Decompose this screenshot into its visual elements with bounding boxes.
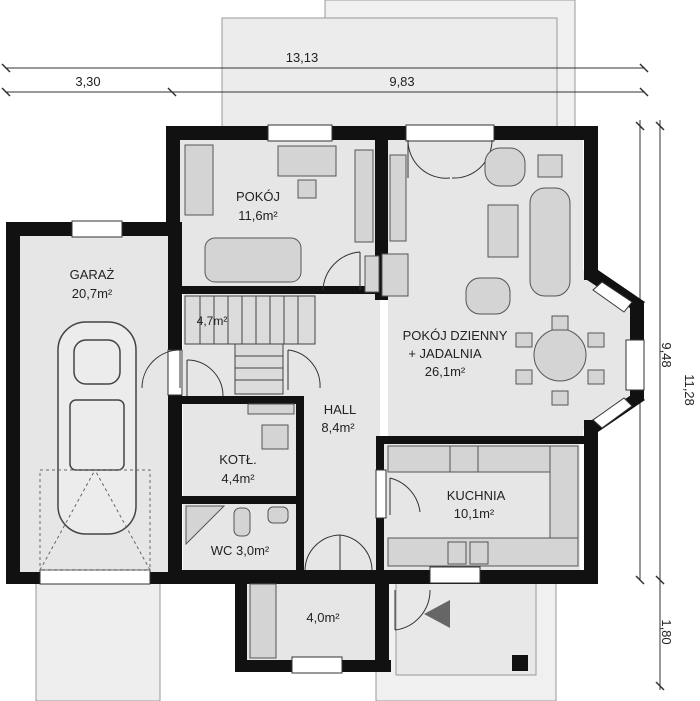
dim-top-total: 13,13 [286,50,319,65]
room-name-dzienny-1: POKÓJ DZIENNY [403,328,508,343]
room-name-kotl: KOTŁ. [219,452,257,467]
room-labels: POKÓJ 11,6m² GARAŻ 20,7m² 4,7m² POKÓJ DZ… [70,189,508,625]
dim-top-left: 3,30 [75,74,100,89]
dim-ticks [1,63,665,691]
dim-right-outer: 11,28 [682,374,697,406]
dimension-labels: 13,13 3,30 9,83 11,28 9,48 1,80 [75,50,697,645]
staircase [184,295,316,395]
walls [6,126,645,672]
room-label-wc: WC 3,0m² [211,543,270,558]
room-name-garaz: GARAŻ [70,267,115,282]
dim-right-bottom: 1,80 [659,619,674,644]
room-area-kotl: 4,4m² [221,471,255,486]
room-name-kuchnia: KUCHNIA [447,488,506,503]
garage-door [39,569,151,585]
entrance-arrow-icon [424,600,450,628]
car-icon [57,321,137,535]
furniture [184,144,605,659]
driveway [35,579,161,701]
room-area-schody: 4,7m² [197,314,228,328]
room-area-dzienny: 26,1m² [425,364,466,379]
room-name-pokoj: POKÓJ [236,189,280,204]
room-area-pokoj: 11,6m² [238,208,278,223]
porch-column [512,655,528,671]
dim-top-right: 9,83 [389,74,414,89]
room-area-wiatrolap: 4,0m² [306,610,340,625]
dim-right-inner: 9,48 [659,342,674,367]
room-area-kuchnia: 10,1m² [454,506,495,521]
rear-terrace-inner [221,17,558,131]
doors [141,139,493,631]
room-area-hall: 8,4m² [321,420,355,435]
room-area-garaz: 20,7m² [72,286,113,301]
room-name-dzienny-2: + JADALNIA [408,346,482,361]
garage-door-swing [39,469,151,571]
windows [71,124,645,674]
room-name-hall: HALL [324,402,357,417]
